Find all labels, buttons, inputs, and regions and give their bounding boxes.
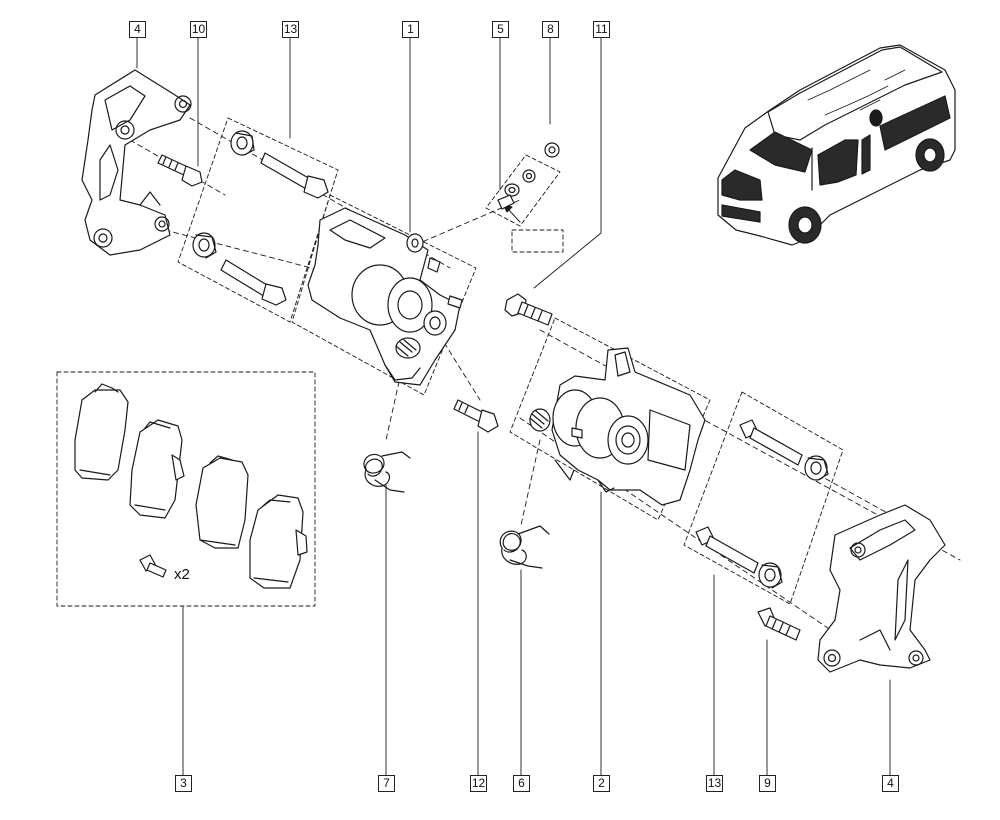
van-illustration — [717, 44, 956, 246]
info-box — [511, 229, 564, 253]
part-label-6: 6 — [513, 775, 530, 792]
guide-bushing-bottom-b — [758, 562, 783, 589]
brake-pad-3 — [195, 455, 249, 549]
part-label-5: 5 — [492, 21, 509, 38]
bracket-bolt-bottom — [757, 607, 801, 641]
part-label-7: 7 — [378, 775, 395, 792]
pads-quantity-text: x2 — [174, 566, 190, 583]
group-box-bolts-bottom-right — [683, 391, 844, 605]
part-label-1: 1 — [402, 21, 419, 38]
group-box-bleed-kit — [485, 154, 561, 227]
caliper-bracket-bottom-right — [817, 504, 946, 673]
part-label-12: 12 — [470, 775, 487, 792]
part-label-9: 9 — [759, 775, 776, 792]
guide-bushing-top-b — [192, 232, 217, 259]
spring-left — [363, 451, 411, 493]
group-box-caliper-right — [509, 317, 711, 521]
guide-pin-top-b — [220, 259, 287, 306]
guide-pin-top-a — [260, 152, 329, 199]
part-label-2: 2 — [593, 775, 610, 792]
dust-cap — [544, 142, 560, 158]
pad-retaining-bolt — [139, 554, 167, 578]
caliper-bolt-lower — [453, 399, 499, 433]
brake-caliper-left — [307, 207, 463, 386]
spring-right — [499, 525, 550, 569]
bleed-valve-kit — [497, 169, 536, 210]
part-label-4-bottom: 4 — [882, 775, 899, 792]
brake-pad-4 — [249, 494, 308, 589]
brake-pad-1 — [74, 383, 129, 481]
guide-pin-bottom-a — [739, 419, 803, 466]
part-label-8: 8 — [542, 21, 559, 38]
leader-lines — [136, 36, 891, 776]
part-label-11: 11 — [593, 21, 610, 38]
brake-caliper-right — [529, 347, 706, 506]
guide-bushing-bottom-a — [804, 455, 829, 481]
group-box-caliper-left — [291, 194, 477, 396]
caliper-bolt-upper — [504, 293, 553, 326]
brake-pad-2 — [129, 419, 185, 519]
caliper-bracket-top-left — [81, 69, 192, 256]
guide-bushing-top-a — [230, 130, 255, 156]
guide-pin-bottom-b — [695, 526, 759, 574]
bracket-bolt-top — [157, 154, 203, 187]
part-label-4-top: 4 — [129, 21, 146, 38]
part-label-10: 10 — [190, 21, 207, 38]
part-label-13-bottom: 13 — [706, 775, 723, 792]
part-label-13-top: 13 — [282, 21, 299, 38]
group-box-pads — [56, 371, 316, 607]
part-label-3: 3 — [175, 775, 192, 792]
group-box-bolts-top-left — [177, 117, 339, 323]
